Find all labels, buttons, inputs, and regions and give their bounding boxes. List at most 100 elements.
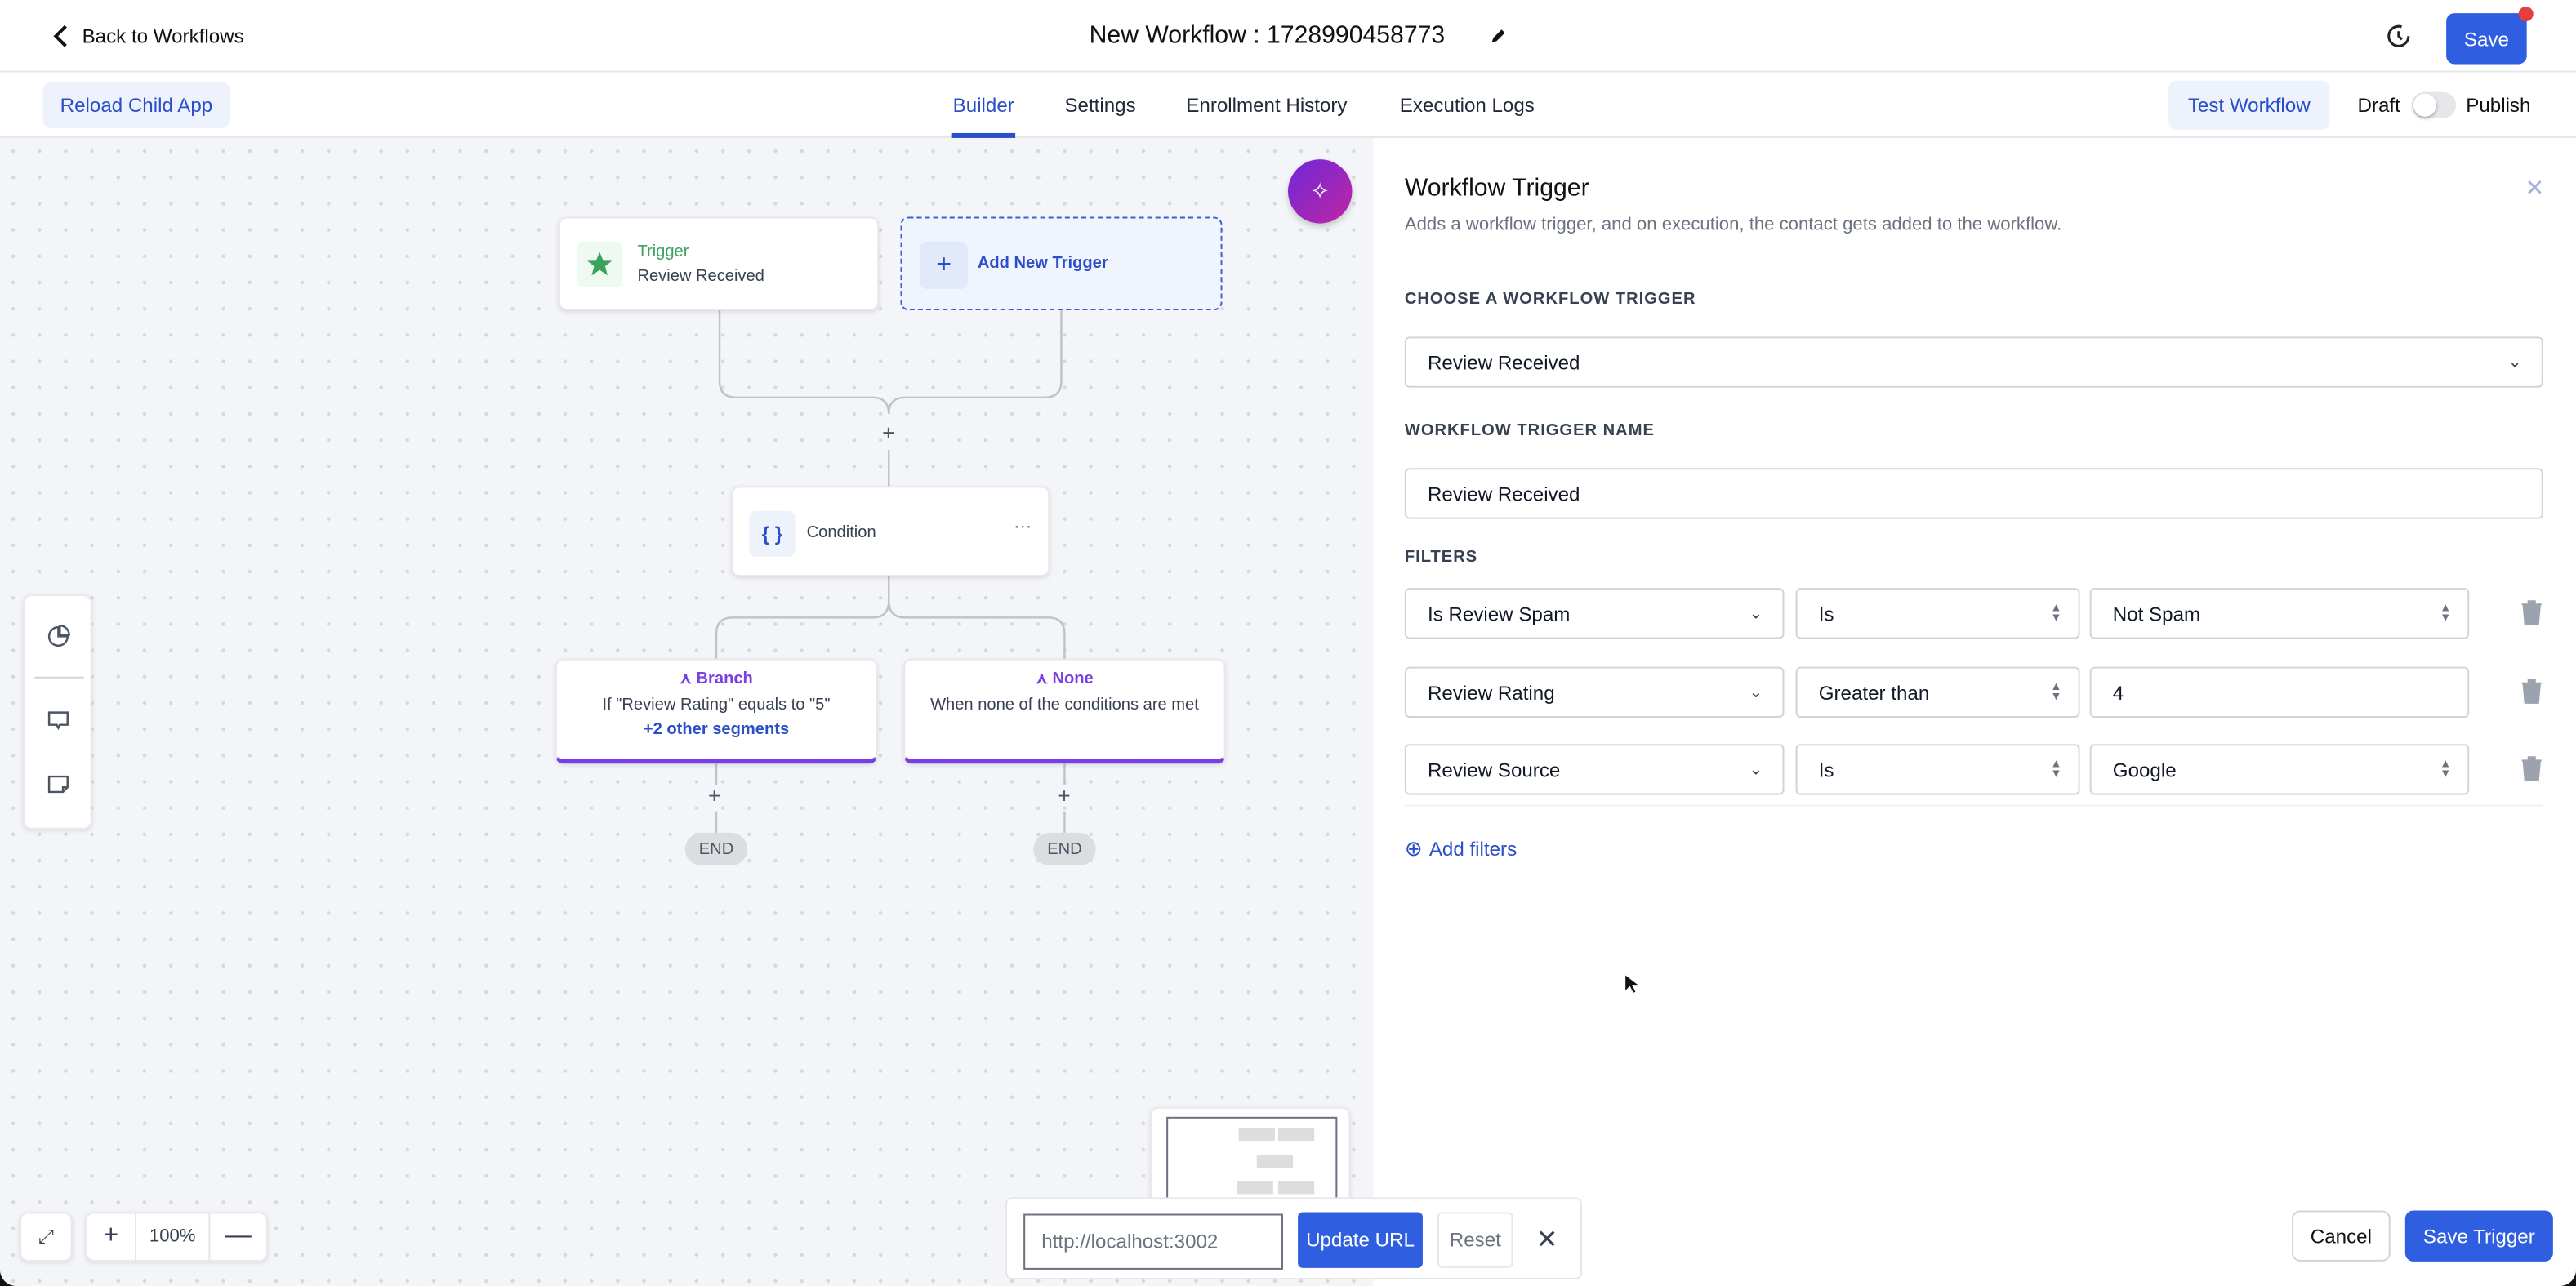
branch-title: Branch [696,670,753,688]
trigger-kicker: Trigger [637,243,689,261]
chevron-down-icon: ⌄ [2507,353,2522,372]
other-segments-link[interactable]: +2 other segments [643,721,790,740]
trigger-name-label: WORKFLOW TRIGGER NAME [1404,421,1655,441]
draft-label: Draft [2357,93,2400,117]
close-panel-icon[interactable]: ✕ [2525,174,2545,201]
history-icon[interactable] [2386,23,2412,49]
publish-label: Publish [2466,93,2531,117]
filter-value-input[interactable]: 4 [2089,666,2470,719]
comment-icon[interactable] [46,708,70,732]
branch-node[interactable]: ⋏ Branch If "Review Rating" equals to "5… [555,658,878,764]
divider [1404,804,2543,807]
trigger-name: Review Received [637,267,764,287]
connector-lines [715,310,1066,833]
none-title: None [1052,670,1094,688]
canvas-side-toolbar [23,594,92,830]
trigger-type-select[interactable]: Review Received ⌄ [1404,336,2543,388]
reload-child-app-button[interactable]: Reload Child App [42,82,230,128]
zoom-out-button[interactable]: — [225,1221,252,1250]
edit-pencil-icon[interactable] [1488,26,1508,46]
tab-enrollment-history[interactable]: Enrollment History [1186,93,1348,117]
update-url-button[interactable]: Update URL [1298,1212,1423,1268]
top-bar: Back to Workflows New Workflow : 1728990… [0,0,2576,73]
end-node: END [684,832,748,866]
none-description: When none of the conditions are met [930,696,1199,715]
trash-icon[interactable] [2520,599,2543,625]
up-down-arrows-icon: ▲▼ [2050,758,2062,780]
filter-value-select[interactable]: Google▲▼ [2089,744,2470,795]
workflow-title: New Workflow : 1728990458773 [1089,21,1446,50]
braces-icon: { } [749,510,796,557]
filter-field-select[interactable]: Review Source⌄ [1404,744,1785,795]
branch-icon: ⋏ [680,670,692,688]
pie-chart-icon[interactable] [46,624,70,648]
url-input[interactable] [1023,1213,1283,1270]
up-down-arrows-icon: ▲▼ [2050,602,2062,624]
save-trigger-button[interactable]: Save Trigger [2404,1210,2553,1262]
back-label: Back to Workflows [82,24,244,48]
workflow-trigger-panel: Workflow Trigger ✕ Adds a workflow trigg… [1373,137,2576,1286]
active-tab-indicator [951,132,1016,138]
filter-value-select[interactable]: Not Spam▲▼ [2089,588,2470,639]
star-icon [577,241,623,288]
ai-assistant-sparkle-icon[interactable]: ✧ [1288,159,1353,224]
chevron-left-icon [53,24,67,47]
sticky-note-icon[interactable] [46,772,70,796]
more-options-icon[interactable]: ··· [1014,517,1032,537]
up-down-arrows-icon: ▲▼ [2440,602,2452,624]
add-step-plus-icon[interactable]: + [707,783,721,808]
trash-icon[interactable] [2520,679,2543,705]
tab-settings[interactable]: Settings [1064,93,1136,117]
chevron-down-icon: ⌄ [1749,683,1763,701]
cancel-button[interactable]: Cancel [2292,1210,2391,1262]
filter-field-select[interactable]: Review Rating⌄ [1404,666,1785,719]
workflow-canvas[interactable]: Trigger Review Received + Add New Trigge… [0,137,1374,1286]
end-node: END [1033,832,1096,866]
back-to-workflows-link[interactable]: Back to Workflows [52,23,244,49]
zoom-controls: + 100% — [85,1212,268,1262]
chevron-down-icon: ⌄ [1749,604,1763,623]
close-icon[interactable]: ✕ [1535,1226,1558,1255]
zoom-in-button[interactable]: + [87,1213,136,1260]
tab-builder[interactable]: Builder [952,93,1014,117]
add-filters-button[interactable]: ⊕Add filters [1405,836,1517,862]
reset-button[interactable]: Reset [1437,1212,1513,1268]
trigger-name-input[interactable] [1404,468,2543,519]
toolbar-divider [34,676,84,679]
branch-description: If "Review Rating" equals to "5" [602,696,831,715]
filter-operator-select[interactable]: Is▲▼ [1795,744,2080,795]
unsaved-indicator-dot [2518,7,2534,22]
choose-trigger-label: CHOOSE A WORKFLOW TRIGGER [1404,291,1696,309]
trigger-type-value: Review Received [1427,350,1580,374]
sub-bar: Reload Child App Builder Settings Enroll… [0,72,2576,138]
add-step-plus-icon[interactable]: + [1058,783,1071,808]
trash-icon[interactable] [2520,755,2543,781]
add-step-plus-icon[interactable]: + [882,420,895,446]
trigger-node[interactable]: Trigger Review Received [558,216,880,311]
condition-label: Condition [806,523,876,542]
panel-title: Workflow Trigger [1404,174,1589,202]
filter-field-select[interactable]: Is Review Spam⌄ [1404,588,1785,639]
save-button[interactable]: Save [2446,13,2527,65]
dev-url-bar: Update URL Reset ✕ [1005,1197,1583,1279]
none-branch-node[interactable]: ⋏ None When none of the conditions are m… [903,658,1226,764]
up-down-arrows-icon: ▲▼ [2440,758,2452,780]
add-trigger-label: Add New Trigger [977,254,1108,273]
filter-operator-select[interactable]: Is▲▼ [1795,588,2080,639]
add-new-trigger-node[interactable]: + Add New Trigger [900,216,1223,311]
condition-node[interactable]: { } Condition ··· [731,486,1050,577]
fit-to-screen-expand-icon[interactable]: ⤢ [20,1212,73,1262]
up-down-arrows-icon: ▲▼ [2050,680,2062,702]
plus-circle-icon: ⊕ [1404,835,1423,861]
mouse-cursor-icon [1624,972,1640,995]
branch-icon: ⋏ [1036,670,1048,688]
publish-toggle[interactable] [2411,91,2457,118]
test-workflow-button[interactable]: Test Workflow [2168,80,2330,130]
plus-icon: + [920,241,968,290]
panel-description: Adds a workflow trigger, and on executio… [1404,215,2062,235]
zoom-level: 100% [136,1213,211,1260]
filter-operator-select[interactable]: Greater than▲▼ [1795,666,2080,719]
chevron-down-icon: ⌄ [1749,760,1763,779]
tab-execution-logs[interactable]: Execution Logs [1399,93,1535,117]
